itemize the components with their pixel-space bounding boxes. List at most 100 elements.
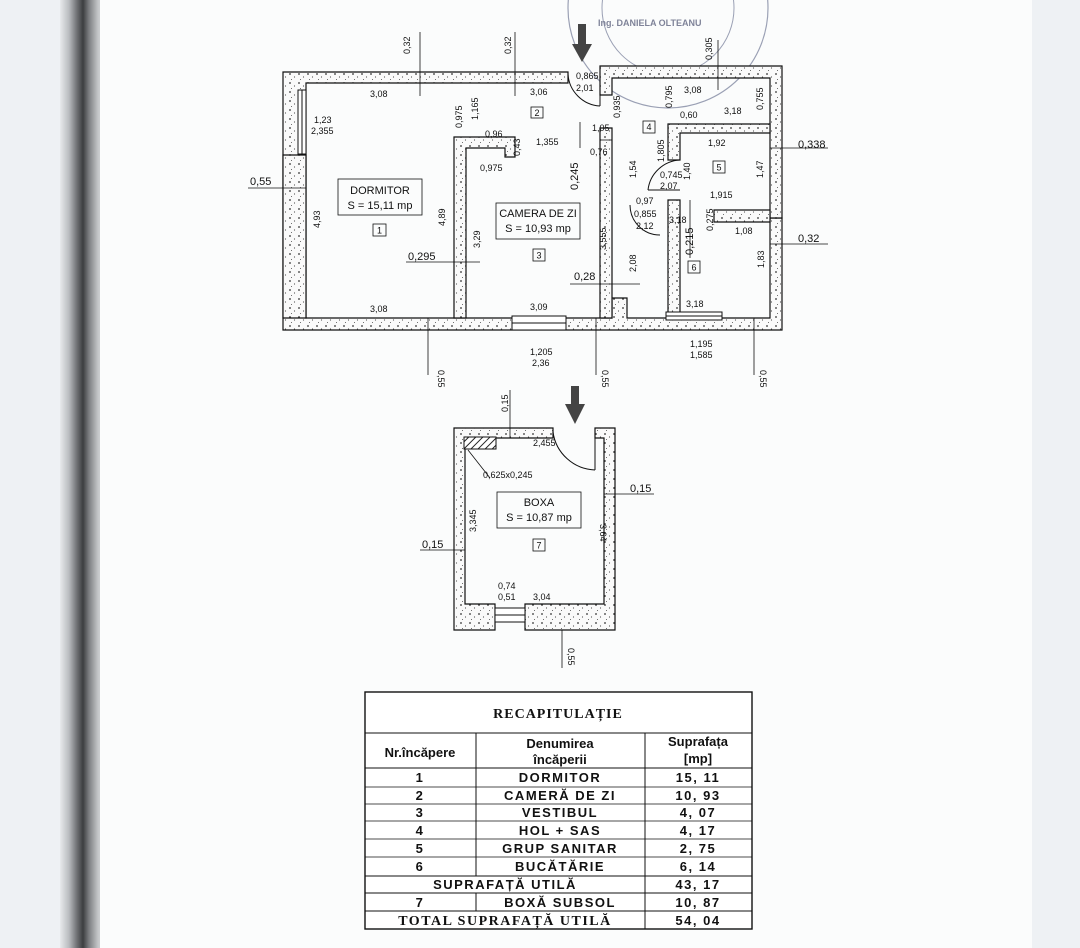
dim-label: 0,975 bbox=[480, 163, 503, 173]
room-area: S = 10,93 mp bbox=[505, 223, 571, 235]
svg-text:7: 7 bbox=[416, 895, 425, 910]
svg-text:43, 17: 43, 17 bbox=[675, 877, 720, 892]
dimension-labels: 0,32 0,32 0,305 3,08 3,06 0,865 2,01 3,0… bbox=[250, 36, 826, 387]
dim-label: 4,89 bbox=[437, 208, 447, 226]
dim-label: 0,55 bbox=[436, 370, 446, 388]
svg-text:CAMERĂ DE ZI: CAMERĂ DE ZI bbox=[504, 788, 616, 803]
room-7-boxa: BOXA S = 10,87 mp 7 bbox=[496, 491, 582, 552]
dim-label: 0,55 bbox=[250, 176, 271, 188]
room-1-dormitor: DORMITOR S = 15,11 mp 1 bbox=[337, 178, 423, 237]
room-number: 5 bbox=[716, 163, 721, 173]
dimension-lines bbox=[248, 32, 828, 375]
table-header-name-2: încăperii bbox=[532, 752, 586, 767]
room-number: 2 bbox=[534, 108, 539, 118]
dim-label: 0,32 bbox=[503, 36, 513, 54]
svg-text:6, 14: 6, 14 bbox=[680, 859, 716, 874]
table-header-nr: Nr.încăpere bbox=[385, 745, 456, 760]
dim-label: 2,12 bbox=[636, 221, 654, 231]
dim-label: 0,745 bbox=[660, 170, 683, 180]
dim-label: 2,36 bbox=[532, 358, 550, 368]
dim-label: 0,55 bbox=[758, 370, 768, 388]
room-number: 7 bbox=[536, 541, 541, 551]
entrance-arrow-icon bbox=[565, 24, 592, 424]
dim-label: 1,195 bbox=[690, 339, 713, 349]
table-row: 1 DORMITOR 15, 11 bbox=[416, 770, 720, 785]
table-row: 6 BUCĂTĂRIE 6, 14 bbox=[416, 859, 716, 874]
dim-label: 0,32 bbox=[798, 233, 819, 245]
dim-label: 0,245 bbox=[569, 162, 581, 190]
dim-label: 1,23 bbox=[314, 115, 332, 125]
svg-text:SUPRAFAȚĂ UTILĂ: SUPRAFAȚĂ UTILĂ bbox=[433, 877, 577, 892]
svg-text:15, 11: 15, 11 bbox=[676, 770, 720, 785]
table-row: 2 CAMERĂ DE ZI 10, 93 bbox=[416, 788, 720, 803]
boxa-door-swing bbox=[552, 431, 596, 471]
svg-text:3: 3 bbox=[416, 805, 425, 820]
boxa-dimension-lines bbox=[420, 390, 654, 668]
svg-text:4, 07: 4, 07 bbox=[680, 805, 716, 820]
table-header-name: Denumirea bbox=[526, 736, 594, 751]
dim-label: 0,625x0,245 bbox=[483, 470, 533, 480]
table-header-unit: [mp] bbox=[684, 751, 712, 766]
dim-label: 1,05 bbox=[592, 123, 610, 133]
dim-label: 2,455 bbox=[533, 438, 556, 448]
dim-label: 0,51 bbox=[498, 592, 516, 602]
dim-label: 3,29 bbox=[472, 230, 482, 248]
svg-text:10, 87: 10, 87 bbox=[675, 895, 720, 910]
room-3-camera-de-zi: CAMERA DE ZI S = 10,93 mp 3 bbox=[495, 202, 581, 262]
svg-text:5: 5 bbox=[416, 841, 425, 856]
dim-label: 3,08 bbox=[370, 89, 388, 99]
room-number: 1 bbox=[377, 226, 382, 236]
room-5-marker: 5 bbox=[712, 160, 726, 174]
dim-label: 1,47 bbox=[755, 160, 765, 178]
dim-label: 1,08 bbox=[735, 226, 753, 236]
svg-text:4, 17: 4, 17 bbox=[680, 823, 716, 838]
dim-label: 1,205 bbox=[530, 347, 553, 357]
dim-label: 3,18 bbox=[669, 215, 687, 225]
dim-label: 4,93 bbox=[312, 210, 322, 228]
dim-label: 2,01 bbox=[576, 83, 594, 93]
dim-label: 0,795 bbox=[664, 85, 674, 108]
window-openings bbox=[297, 89, 723, 331]
svg-text:VESTIBUL: VESTIBUL bbox=[522, 805, 598, 820]
dim-label: 0,755 bbox=[755, 87, 765, 110]
dim-label: 3,04 bbox=[533, 592, 551, 602]
dim-label: 1,585 bbox=[690, 350, 713, 360]
table-row: 4 HOL + SAS 4, 17 bbox=[416, 823, 716, 838]
svg-text:BOXĂ SUBSOL: BOXĂ SUBSOL bbox=[504, 895, 616, 910]
svg-text:TOTAL SUPRAFAȚĂ UTILĂ: TOTAL SUPRAFAȚĂ UTILĂ bbox=[398, 912, 612, 929]
dim-label: 0,15 bbox=[500, 394, 510, 412]
room-4-marker: 4 bbox=[642, 120, 656, 134]
room-number: 4 bbox=[646, 122, 651, 132]
dim-label: 3,09 bbox=[530, 302, 548, 312]
table-row: 7 BOXĂ SUBSOL 10, 87 bbox=[416, 895, 720, 910]
svg-text:DORMITOR: DORMITOR bbox=[519, 770, 602, 785]
dim-label: 3,555 bbox=[598, 227, 608, 250]
chimney-hatch bbox=[463, 436, 497, 450]
dim-label: 0,855 bbox=[634, 209, 657, 219]
dim-label: 1,54 bbox=[628, 160, 638, 178]
dim-label: 0,32 bbox=[402, 36, 412, 54]
dim-label: 1,355 bbox=[536, 137, 559, 147]
dim-label: 3,08 bbox=[684, 85, 702, 95]
dim-label: 1,165 bbox=[470, 97, 480, 120]
room-title: BOXA bbox=[524, 497, 555, 509]
svg-text:54, 04: 54, 04 bbox=[675, 913, 720, 928]
svg-text:10, 93: 10, 93 bbox=[675, 788, 720, 803]
dim-label: 0,97 bbox=[636, 196, 654, 206]
dim-label: 1,83 bbox=[756, 250, 766, 268]
room-number: 6 bbox=[691, 263, 696, 273]
dim-label: 3,18 bbox=[724, 106, 742, 116]
dim-label: 3,08 bbox=[370, 304, 388, 314]
door-swings bbox=[567, 73, 681, 236]
room-2-marker: 2 bbox=[530, 106, 544, 119]
dim-label: 0,305 bbox=[704, 37, 714, 60]
dim-label: 3,06 bbox=[530, 87, 548, 97]
dim-label: 0,43 bbox=[512, 138, 522, 156]
dim-label: 1,915 bbox=[710, 190, 733, 200]
dim-label: 0,295 bbox=[408, 251, 436, 263]
dim-label: 0,865 bbox=[576, 71, 599, 81]
dim-label: 2,08 bbox=[628, 254, 638, 272]
dim-label: 0,96 bbox=[485, 129, 503, 139]
table-title: RECAPITULAȚIE bbox=[493, 707, 623, 722]
